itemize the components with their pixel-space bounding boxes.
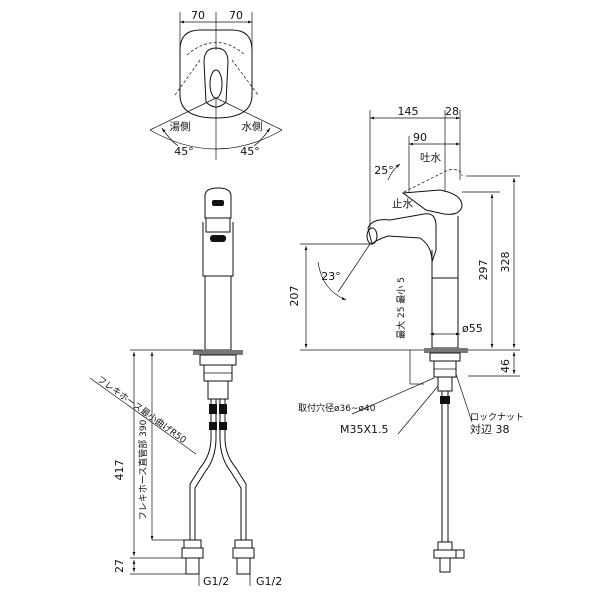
side-total-height: 328 (499, 252, 512, 273)
hose-straight-label: フレキホース直管部 390 (137, 419, 149, 520)
side-handle-offset: 28 (445, 105, 459, 118)
lock-nut-label: ロックナット (470, 412, 524, 423)
thread-left-label: G1/2 (203, 575, 229, 588)
mount-hole-label: 取付穴径ø36~ø40 (298, 402, 376, 414)
body-diameter-label: ø55 (462, 322, 483, 335)
top-view: 70 70 湯側 水側 45° 45° (149, 9, 283, 160)
front-height-total: 417 (113, 460, 126, 481)
side-reach: 145 (398, 105, 419, 118)
front-lever (204, 187, 232, 219)
side-view: 145 28 90 25° 吐水 止水 23° (288, 105, 524, 573)
right-hose (219, 399, 242, 540)
side-below-deck: 46 (499, 359, 512, 373)
side-lever-reach: 90 (413, 131, 427, 144)
top-angle-right: 45° (240, 145, 260, 158)
top-angle-left: 45° (174, 145, 194, 158)
side-spout-height: 207 (288, 286, 301, 307)
side-spout (367, 213, 437, 263)
side-angle-top: 25° (374, 164, 394, 177)
thread-right-label: G1/2 (256, 575, 282, 588)
side-lever-height: 297 (477, 260, 490, 281)
side-lever (401, 189, 463, 215)
front-view: 417 27 フレキホース直管部 390 フレキホース最小曲げR50 G1/2 … (89, 187, 282, 588)
top-width-left: 70 (191, 9, 205, 22)
max-thickness-label: 最大 25 最小 5 (395, 277, 407, 339)
water-on-label: 吐水 (420, 152, 441, 164)
top-width-right: 70 (229, 9, 243, 22)
left-hose (189, 399, 212, 540)
water-off-label: 止水 (392, 198, 413, 210)
top-lever (203, 47, 229, 108)
thread-size-label: M35X1.5 (340, 423, 389, 436)
lock-nut-size: 対辺 38 (470, 422, 510, 436)
hot-side-label: 湯側 (170, 120, 191, 133)
side-angle-spout: 23° (321, 270, 341, 283)
front-height-bottom: 27 (113, 559, 126, 573)
cold-side-label: 水側 (242, 120, 263, 133)
